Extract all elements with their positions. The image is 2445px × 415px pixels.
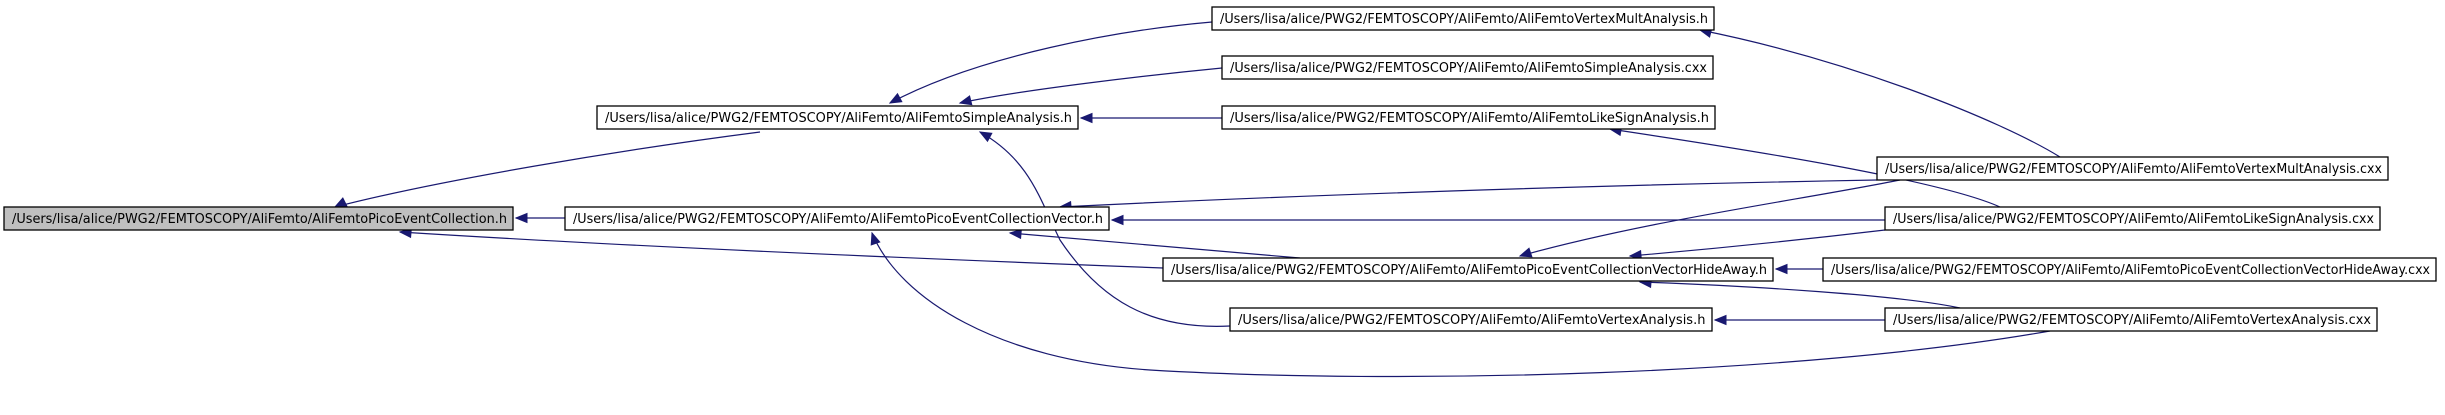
- file-node[interactable]: /Users/lisa/alice/PWG2/FEMTOSCOPY/AliFem…: [1884, 206, 2381, 231]
- file-node[interactable]: /Users/lisa/alice/PWG2/FEMTOSCOPY/AliFem…: [1822, 257, 2437, 282]
- edge-arrowhead: [870, 231, 881, 246]
- file-node[interactable]: /Users/lisa/alice/PWG2/FEMTOSCOPY/AliFem…: [1876, 156, 2389, 181]
- file-node[interactable]: /Users/lisa/alice/PWG2/FEMTOSCOPY/AliFem…: [1884, 307, 2378, 332]
- edge-n2-n0: [514, 212, 565, 224]
- edge-line: [1699, 29, 2061, 158]
- file-node[interactable]: /Users/lisa/alice/PWG2/FEMTOSCOPY/AliFem…: [1229, 307, 1713, 332]
- edge-line: [1609, 128, 2001, 208]
- file-node-box[interactable]: [1884, 206, 2381, 231]
- edge-n9-n2: [1110, 214, 1885, 226]
- file-node-label[interactable]: /Users/lisa/alice/PWG2/FEMTOSCOPY/AliFem…: [605, 111, 1072, 126]
- file-node-box[interactable]: [1884, 307, 2378, 332]
- edge-n8-n3: [1518, 179, 1901, 258]
- file-node-label[interactable]: /Users/lisa/alice/PWG2/FEMTOSCOPY/AliFem…: [1230, 61, 1707, 76]
- file-node[interactable]: /Users/lisa/alice/PWG2/FEMTOSCOPY/AliFem…: [564, 206, 1110, 231]
- file-node[interactable]: /Users/lisa/alice/PWG2/FEMTOSCOPY/AliFem…: [1221, 105, 1716, 130]
- edge-line: [871, 232, 2051, 378]
- edge-layer: [333, 21, 2061, 378]
- edge-line: [979, 131, 1231, 327]
- edge-line: [1629, 229, 1886, 257]
- edge-n11-n7: [1713, 314, 1885, 326]
- file-node-box[interactable]: [1221, 105, 1716, 130]
- edge-n3-n2: [1008, 228, 1301, 259]
- edge-line: [1009, 232, 1301, 259]
- edge-line: [334, 131, 761, 208]
- file-node-box[interactable]: [1822, 257, 2437, 282]
- file-node-label[interactable]: /Users/lisa/alice/PWG2/FEMTOSCOPY/AliFem…: [1230, 111, 1709, 126]
- node-layer: /Users/lisa/alice/PWG2/FEMTOSCOPY/AliFem…: [3, 6, 2437, 332]
- edge-arrowhead: [333, 197, 348, 208]
- edge-arrowhead: [888, 92, 903, 104]
- file-node-box[interactable]: [564, 206, 1110, 231]
- edge-n11-n3: [1638, 277, 1961, 309]
- edge-line: [1519, 179, 1901, 257]
- file-node-label[interactable]: /Users/lisa/alice/PWG2/FEMTOSCOPY/AliFem…: [1171, 263, 1767, 278]
- edge-arrowhead: [1518, 247, 1533, 258]
- file-node-box[interactable]: [3, 206, 514, 231]
- file-node-label[interactable]: /Users/lisa/alice/PWG2/FEMTOSCOPY/AliFem…: [1893, 313, 2371, 328]
- file-node-label[interactable]: /Users/lisa/alice/PWG2/FEMTOSCOPY/AliFem…: [1885, 162, 2382, 177]
- edge-n3-n0: [398, 227, 1164, 269]
- root-file-node[interactable]: /Users/lisa/alice/PWG2/FEMTOSCOPY/AliFem…: [3, 206, 514, 231]
- edge-arrowhead: [514, 212, 528, 224]
- file-node[interactable]: /Users/lisa/alice/PWG2/FEMTOSCOPY/AliFem…: [1211, 6, 1715, 31]
- file-node-box[interactable]: [1876, 156, 2389, 181]
- edge-n1-n0: [333, 131, 761, 208]
- edge-n6-n1: [1079, 112, 1222, 124]
- edge-line: [889, 21, 1213, 104]
- edge-arrowhead: [958, 95, 973, 106]
- edge-n4-n1: [888, 21, 1213, 104]
- edge-arrowhead: [1079, 112, 1093, 124]
- edge-n9-n3: [1628, 229, 1886, 261]
- file-node-label[interactable]: /Users/lisa/alice/PWG2/FEMTOSCOPY/AliFem…: [573, 212, 1103, 227]
- file-node[interactable]: /Users/lisa/alice/PWG2/FEMTOSCOPY/AliFem…: [1162, 257, 1774, 282]
- file-node-label[interactable]: /Users/lisa/alice/PWG2/FEMTOSCOPY/AliFem…: [1893, 212, 2374, 227]
- edge-n7-n1: [978, 131, 1231, 327]
- file-node-box[interactable]: [1162, 257, 1774, 282]
- file-node[interactable]: /Users/lisa/alice/PWG2/FEMTOSCOPY/AliFem…: [596, 105, 1079, 130]
- file-node-label[interactable]: /Users/lisa/alice/PWG2/FEMTOSCOPY/AliFem…: [1831, 263, 2430, 278]
- edge-arrowhead: [1713, 314, 1727, 326]
- file-node-label[interactable]: /Users/lisa/alice/PWG2/FEMTOSCOPY/AliFem…: [1220, 12, 1708, 27]
- edge-line: [959, 67, 1223, 104]
- edge-arrowhead: [1008, 228, 1022, 240]
- file-node-box[interactable]: [1211, 6, 1715, 31]
- edge-arrowhead: [1774, 263, 1788, 275]
- edge-n11-n2: [870, 231, 2051, 378]
- file-node-box[interactable]: [1229, 307, 1713, 332]
- file-node-box[interactable]: [1221, 55, 1714, 80]
- edge-arrowhead: [978, 131, 993, 143]
- file-node-box[interactable]: [596, 105, 1079, 130]
- edge-line: [1639, 281, 1961, 309]
- file-node[interactable]: /Users/lisa/alice/PWG2/FEMTOSCOPY/AliFem…: [1221, 55, 1714, 80]
- edge-n8-n4: [1698, 27, 2061, 158]
- edge-line: [1059, 179, 1878, 208]
- edge-n10-n3: [1774, 263, 1823, 275]
- file-node-label[interactable]: /Users/lisa/alice/PWG2/FEMTOSCOPY/AliFem…: [1238, 313, 1705, 328]
- edge-arrowhead: [1110, 214, 1124, 226]
- edge-line: [399, 231, 1164, 269]
- file-node-label[interactable]: /Users/lisa/alice/PWG2/FEMTOSCOPY/AliFem…: [12, 212, 507, 227]
- edge-n5-n1: [958, 67, 1223, 106]
